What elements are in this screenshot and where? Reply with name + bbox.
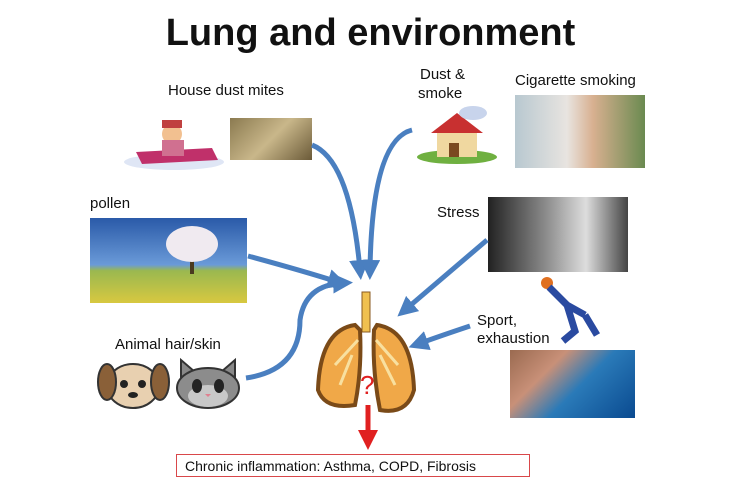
- outcome-box: Chronic inflammation: Asthma, COPD, Fibr…: [176, 454, 530, 477]
- label-dust-smoke-1: Dust &: [420, 66, 466, 83]
- arrow-animal: [245, 273, 353, 381]
- label-animal: Animal hair/skin: [115, 336, 221, 353]
- arrow-sport: [408, 323, 471, 350]
- pollen-tree-photo: [90, 218, 247, 303]
- dog-icon: [97, 360, 170, 410]
- question-mark: ?: [360, 370, 375, 400]
- lungs-icon: [315, 291, 417, 413]
- label-stress: Stress: [437, 204, 480, 221]
- stress-photo: [488, 197, 628, 272]
- label-sport-2: exhaustion: [477, 330, 550, 347]
- swimmer-photo: [510, 350, 635, 418]
- arrow-dust-smoke: [360, 127, 413, 280]
- arrow-dust-mites: [310, 142, 370, 280]
- label-sport-1: Sport,: [477, 312, 518, 329]
- cigarette-smoking-photo: [515, 95, 645, 168]
- arrow-pollen: [247, 253, 348, 289]
- dust-mite-carpet-cartoon: [122, 112, 226, 174]
- diagram-title: Lung and environment: [165, 12, 576, 54]
- speed-skater-figure: [535, 275, 600, 345]
- arrow-stress: [397, 238, 489, 317]
- cat-icon: [173, 356, 243, 410]
- dust-mites-photo: [230, 118, 312, 160]
- label-house-dust-mites: House dust mites: [168, 82, 284, 99]
- label-pollen: pollen: [90, 195, 131, 212]
- house-smoke-cartoon: [415, 105, 500, 165]
- label-dust-smoke-2: smoke: [418, 85, 463, 102]
- label-cigarette: Cigarette smoking: [515, 72, 636, 89]
